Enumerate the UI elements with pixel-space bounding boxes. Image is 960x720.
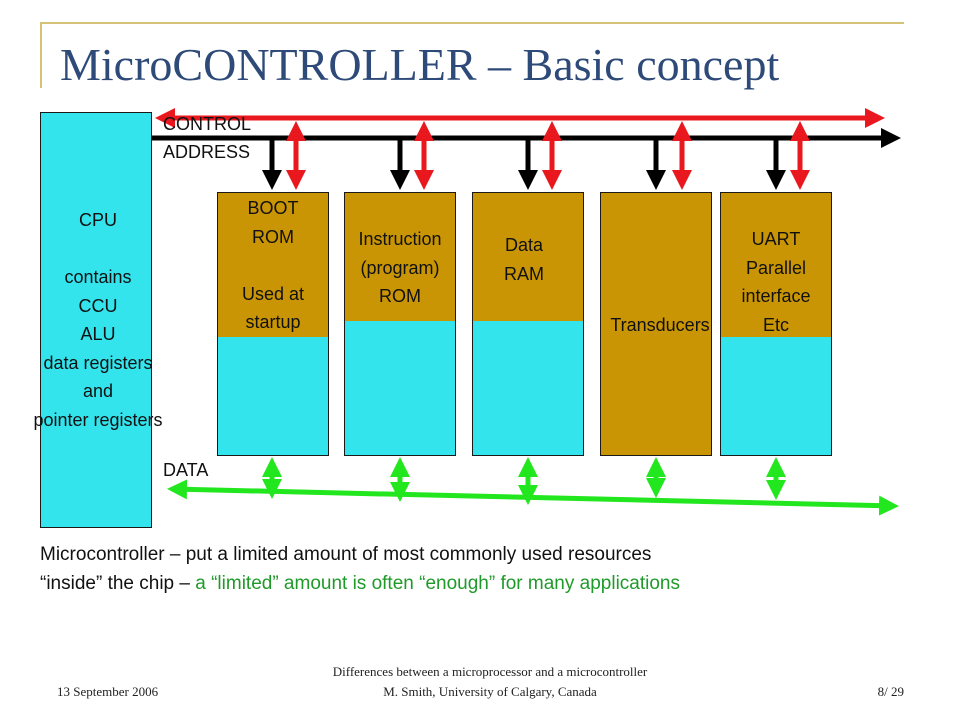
uart-line: UART [751, 229, 801, 249]
instruction-rom-line: Instruction [358, 229, 442, 249]
cpu-line: CPU [78, 210, 117, 230]
boot-rom-line: Used at [241, 283, 305, 304]
data-bus-line [167, 479, 899, 516]
address-bus-label: ADDRESS [163, 142, 251, 162]
data-ram-label: Data RAM [472, 231, 576, 288]
boot-rom-label: BOOT ROM Used at startup [217, 194, 329, 337]
cpu-line: CCU [78, 295, 118, 316]
footer-date: 13 September 2006 [57, 684, 159, 699]
uart-line: Etc [762, 314, 789, 335]
transducers-line: Transducers [610, 315, 710, 335]
caption-line-2: “inside” the chip – a “limited” amount i… [40, 573, 680, 595]
data-ram-line: RAM [504, 263, 544, 284]
module-instruction-rom [344, 192, 456, 456]
cpu-block [40, 112, 152, 528]
footer-title-line-2: M. Smith, University of Calgary, Canada [383, 684, 597, 699]
uart-line: Parallel [745, 257, 807, 278]
title-frame-left-rule [40, 22, 42, 88]
caption-line-2-green: a “limited” amount is often “enough” for… [195, 573, 680, 594]
slide-title: MicroCONTROLLER – Basic concept [60, 39, 780, 90]
module-data-ram-area [473, 193, 583, 321]
transducers-label: Transducers [590, 311, 730, 340]
cpu-line: contains [64, 267, 132, 287]
module-boot-rom [217, 192, 329, 456]
module-data-ram [472, 192, 584, 456]
instruction-rom-label: Instruction (program) ROM [344, 225, 456, 311]
module-instruction-rom-rom-area [345, 193, 455, 321]
module-transducers [600, 192, 712, 456]
control-bus-label: CONTROL [163, 114, 252, 134]
caption-line-2-black: “inside” the chip – [40, 573, 196, 594]
boot-rom-line: startup [245, 312, 301, 332]
footer-page-number: 8/ 29 [877, 684, 904, 699]
cpu-line: pointer registers [33, 409, 163, 430]
cpu-line: ALU [80, 324, 116, 344]
data-bus-label: DATA [163, 460, 209, 480]
footer-title-line-1: Differences between a microprocessor and… [332, 664, 648, 679]
module-uart [720, 192, 832, 456]
module-uart-area [721, 193, 831, 337]
boot-rom-line: BOOT [247, 198, 299, 218]
uart-label: UART Parallel interface Etc [720, 225, 832, 339]
cpu-line: and [82, 381, 114, 401]
data-ram-line: Data [504, 235, 544, 255]
uart-line: interface [741, 286, 811, 306]
instruction-rom-line: (program) [360, 257, 440, 278]
cpu-label: CPU contains CCU ALU data registers and … [0, 206, 196, 434]
title-frame-top-rule [40, 22, 904, 24]
cpu-line: data registers [43, 352, 153, 373]
boot-rom-line: ROM [252, 226, 294, 247]
module-boot-rom-rom-area [218, 193, 328, 337]
instruction-rom-line: ROM [379, 286, 421, 306]
caption-line-1: Microcontroller – put a limited amount o… [40, 544, 652, 565]
module-transducers-area [601, 193, 711, 455]
